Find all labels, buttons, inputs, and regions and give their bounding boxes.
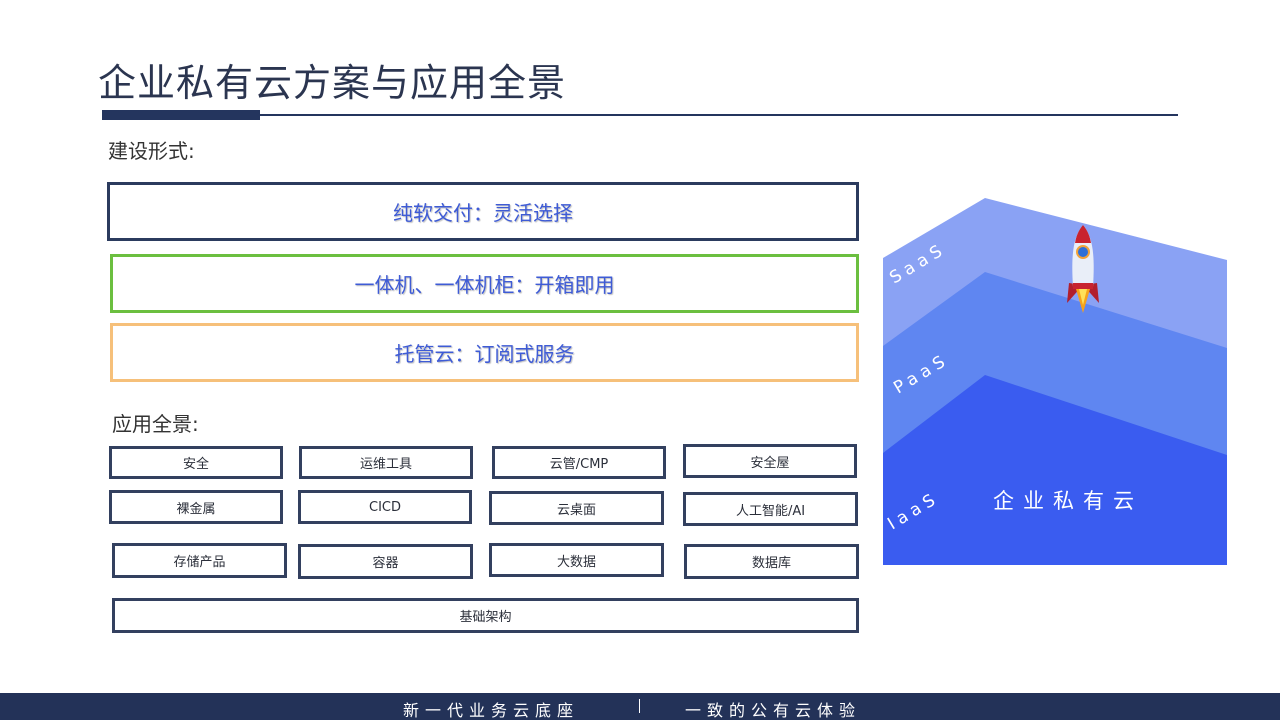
title-underline: [260, 114, 1178, 116]
app-security: 安全: [109, 446, 283, 479]
private-cloud-stack-diagram: SaaS PaaS IaaS 企业私有云: [880, 190, 1230, 570]
private-cloud-caption: 企业私有云: [993, 489, 1143, 513]
page-title: 企业私有云方案与应用全景: [98, 52, 566, 107]
app-cmp: 云管/CMP: [492, 446, 666, 479]
footer-bar: 新一代业务云底座 一致的公有云体验: [0, 693, 1280, 720]
app-storage: 存储产品: [112, 543, 287, 578]
apps-label: 应用全景:: [112, 408, 199, 437]
title-underline-accent: [102, 110, 260, 120]
app-bare-metal: 裸金属: [109, 490, 283, 524]
option-appliance-text: 一体机、一体机柜：开箱即用: [355, 269, 615, 298]
base-infrastructure: 基础架构: [112, 598, 859, 633]
app-container: 容器: [298, 544, 473, 579]
construction-label: 建设形式:: [108, 135, 195, 164]
option-software-delivery: 纯软交付：灵活选择: [107, 182, 859, 241]
app-database: 数据库: [684, 544, 859, 579]
app-cicd: CICD: [298, 490, 472, 524]
option-hosted-cloud: 托管云：订阅式服务: [110, 323, 859, 382]
option-software-delivery-text: 纯软交付：灵活选择: [393, 197, 573, 226]
app-secure-room: 安全屋: [683, 444, 857, 478]
app-cloud-desktop: 云桌面: [489, 491, 664, 525]
footer-separator: [639, 699, 640, 713]
app-big-data: 大数据: [489, 543, 664, 577]
option-hosted-cloud-text: 托管云：订阅式服务: [395, 338, 575, 367]
footer-right-text: 一致的公有云体验: [685, 697, 861, 721]
app-ai: 人工智能/AI: [683, 492, 858, 526]
footer-left-text: 新一代业务云底座: [403, 697, 579, 721]
app-ops-tools: 运维工具: [299, 446, 473, 479]
option-appliance: 一体机、一体机柜：开箱即用: [110, 254, 859, 313]
